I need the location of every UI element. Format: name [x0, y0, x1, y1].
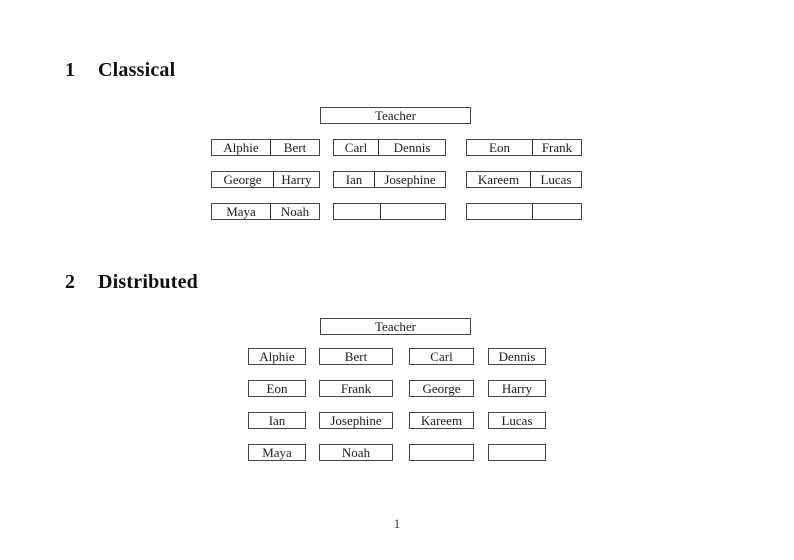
- seat-box: Frank: [319, 380, 393, 397]
- seat-box: Eon: [248, 380, 306, 397]
- desk-seat-right: Noah: [280, 204, 310, 219]
- section-heading-classical: 1 Classical: [65, 59, 175, 82]
- seat-label: Maya: [262, 445, 292, 460]
- section-number: 1: [65, 59, 76, 81]
- desk: [333, 203, 446, 220]
- seat-label: Lucas: [501, 413, 533, 428]
- seat-box: Maya: [248, 444, 306, 461]
- seat-box: George: [409, 380, 474, 397]
- desk-seat-right: [533, 204, 581, 219]
- section-title: Classical: [98, 59, 176, 81]
- desk-seat-left: George: [212, 172, 274, 187]
- seat-label: Kareem: [420, 413, 463, 428]
- desk: Kareem Lucas: [466, 171, 582, 188]
- seat-box: Bert: [319, 348, 393, 365]
- seat-label: Alphie: [259, 349, 295, 364]
- seat-label: Josephine: [330, 413, 382, 428]
- seat-box: Lucas: [488, 412, 546, 429]
- seat-box: [409, 444, 474, 461]
- desk-seat-left: Carl: [334, 140, 379, 155]
- seat-label: Noah: [341, 445, 371, 460]
- desk: Ian Josephine: [333, 171, 446, 188]
- desk-seat-right: Frank: [541, 140, 573, 155]
- desk-seat-right: Dennis: [393, 140, 431, 155]
- teacher-label: Teacher: [375, 319, 416, 334]
- desk-seat-left: [467, 204, 533, 219]
- desk: Carl Dennis: [333, 139, 446, 156]
- desk: Maya Noah: [211, 203, 320, 220]
- seat-label: Ian: [268, 413, 286, 428]
- seat-box: Josephine: [319, 412, 393, 429]
- desk-seat-right: Josephine: [384, 172, 436, 187]
- desk: [466, 203, 582, 220]
- seat-label: Bert: [344, 349, 368, 364]
- seat-label: Frank: [340, 381, 372, 396]
- desk-seat-left: Alphie: [212, 140, 271, 155]
- desk-seat-right: Bert: [283, 140, 307, 155]
- desk-seat-right: Harry: [281, 172, 312, 187]
- desk-seat-left: [334, 204, 381, 219]
- desk-seat-right: Lucas: [540, 172, 572, 187]
- seat-box: Noah: [319, 444, 393, 461]
- desk-seat-left: Kareem: [467, 172, 531, 187]
- seat-label: Dennis: [498, 349, 536, 364]
- desk-seat-right: [381, 204, 445, 219]
- section-number: 2: [65, 271, 76, 293]
- teacher-label: Teacher: [375, 108, 416, 123]
- seat-label: Eon: [266, 381, 288, 396]
- seat-box: Ian: [248, 412, 306, 429]
- seat-box: [488, 444, 546, 461]
- seat-box: Dennis: [488, 348, 546, 365]
- seat-box: Harry: [488, 380, 546, 397]
- section-title: Distributed: [98, 271, 198, 293]
- teacher-box: Teacher: [320, 318, 471, 335]
- seat-label: George: [422, 381, 461, 396]
- desk: Alphie Bert: [211, 139, 320, 156]
- seat-label: Harry: [501, 381, 533, 396]
- page-number: 1: [393, 516, 401, 531]
- desk-seat-left: Maya: [212, 204, 271, 219]
- seat-box: Carl: [409, 348, 474, 365]
- desk: Eon Frank: [466, 139, 582, 156]
- seat-label: Carl: [430, 349, 453, 364]
- seat-box: Kareem: [409, 412, 474, 429]
- teacher-box: Teacher: [320, 107, 471, 124]
- desk-seat-left: Ian: [334, 172, 375, 187]
- section-heading-distributed: 2 Distributed: [65, 271, 198, 294]
- desk-seat-left: Eon: [467, 140, 533, 155]
- seat-box: Alphie: [248, 348, 306, 365]
- desk: George Harry: [211, 171, 320, 188]
